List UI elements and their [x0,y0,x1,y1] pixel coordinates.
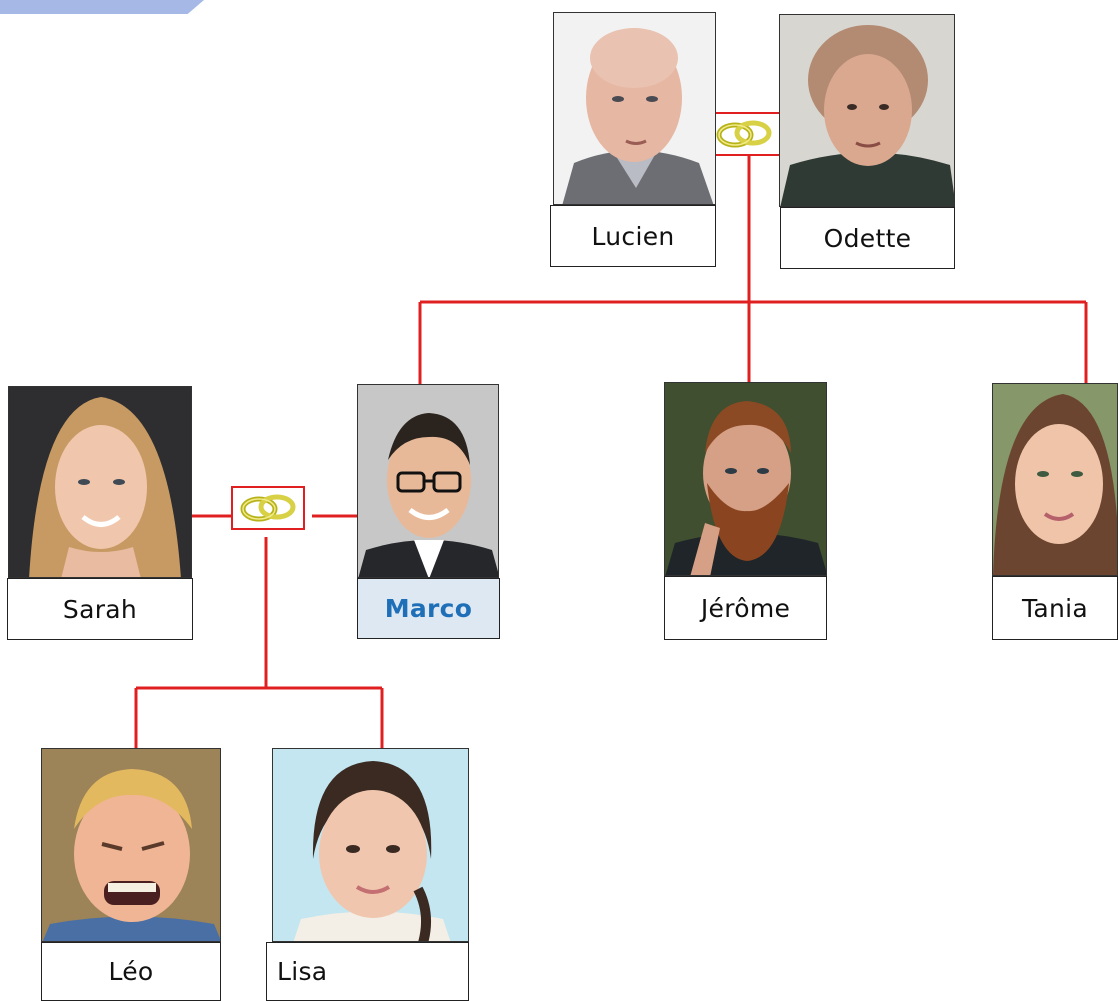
tania-photo[interactable] [992,383,1118,576]
lisa-name-box[interactable]: Lisa [266,942,469,1001]
angry-boy-portrait-image [42,749,220,941]
lucien-name: Lucien [591,221,675,251]
marriage-lucien-odette [707,112,781,156]
marriage-sarah-marco [231,486,305,530]
marco-name: Marco [384,594,473,623]
marco-name-box[interactable]: Marco [357,578,500,639]
young-woman-portrait-image [9,387,191,577]
tania-name-box[interactable]: Tania [992,576,1118,640]
man-with-glasses-portrait-image [358,385,498,577]
corner-tab [0,0,204,14]
leo-name: Léo [108,957,154,986]
marco-photo[interactable] [357,384,499,578]
wedding-rings-icon [716,120,772,148]
sarah-name: Sarah [62,594,138,624]
jerome-name: Jérôme [700,593,791,623]
tania-name: Tania [1021,593,1089,623]
leo-name-box[interactable]: Léo [41,942,221,1001]
bearded-man-portrait-image [665,383,826,575]
wedding-rings-icon [240,494,296,522]
jerome-name-box[interactable]: Jérôme [664,576,827,640]
lisa-name: Lisa [277,957,328,986]
elderly-woman-portrait-image [780,15,954,206]
young-woman-portrait-image [993,384,1117,575]
odette-photo[interactable] [779,14,955,207]
jerome-photo[interactable] [664,382,827,576]
lisa-photo[interactable] [272,748,469,942]
odette-name-box[interactable]: Odette [780,207,955,269]
elderly-man-portrait-image [554,13,715,204]
lucien-photo[interactable] [553,12,716,205]
girl-portrait-image [273,749,468,941]
sarah-photo[interactable] [8,386,192,578]
leo-photo[interactable] [41,748,221,942]
sarah-name-box[interactable]: Sarah [7,578,193,640]
lucien-name-box[interactable]: Lucien [550,205,716,267]
odette-name: Odette [823,223,912,253]
